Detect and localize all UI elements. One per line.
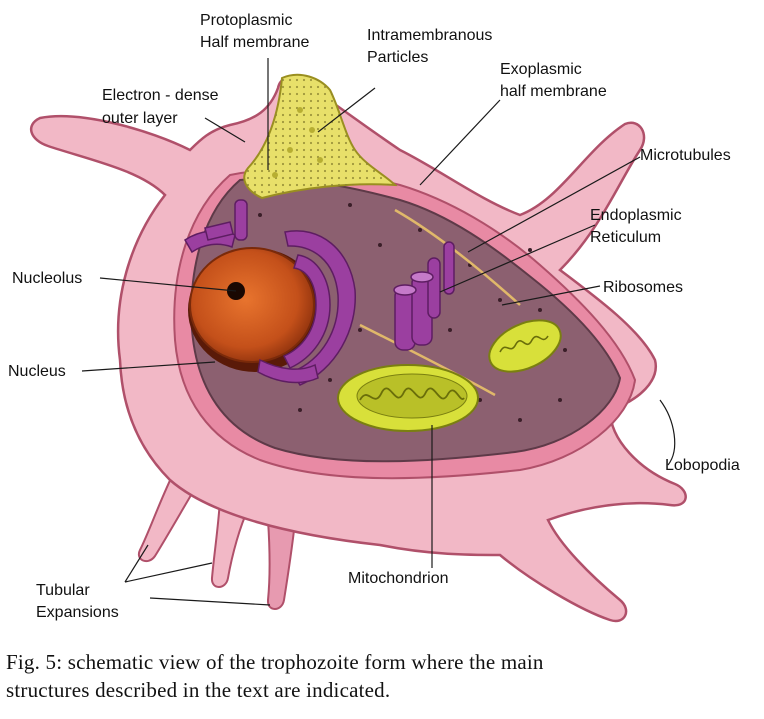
label-mitochondrion: Mitochondrion xyxy=(348,570,449,587)
caption-line1: Fig. 5: schematic view of the trophozoit… xyxy=(6,650,544,674)
intramembranous-particles xyxy=(272,107,323,178)
leader-lines xyxy=(81,58,676,606)
label-electron-line1: Electron - dense xyxy=(102,87,219,104)
label-intramembranous-line2: Particles xyxy=(367,49,428,66)
labels: Protoplasmic Half membrane Intramembrano… xyxy=(8,12,740,621)
endoplasmic-reticulum xyxy=(393,241,455,351)
label-er-line2: Reticulum xyxy=(590,229,661,246)
label-protoplasmic-line1: Protoplasmic xyxy=(200,12,292,29)
label-exoplasmic-line1: Exoplasmic xyxy=(500,61,582,78)
label-intramembranous-line1: Intramembranous xyxy=(367,27,492,44)
caption-line2: structures described in the text are ind… xyxy=(6,678,391,702)
label-lobopodia: Lobopodia xyxy=(665,457,740,474)
label-ribosomes: Ribosomes xyxy=(603,279,683,296)
endoplasmic-reticulum-cisternae xyxy=(183,199,356,386)
label-protoplasmic-line2: Half membrane xyxy=(200,34,309,51)
figure-caption: Fig. 5: schematic view of the trophozoit… xyxy=(6,648,758,704)
label-nucleus: Nucleus xyxy=(8,363,66,380)
label-electron-line2: outer layer xyxy=(102,110,178,127)
label-exoplasmic-line2: half membrane xyxy=(500,83,607,100)
label-tubular-line1: Tubular xyxy=(36,582,90,599)
label-nucleolus: Nucleolus xyxy=(12,270,82,287)
label-er-line1: Endoplasmic xyxy=(590,207,682,224)
label-tubular-line2: Expansions xyxy=(36,604,119,621)
label-microtubules: Microtubules xyxy=(640,147,731,164)
mitochondrion-small xyxy=(488,319,562,373)
mitochondrion-large xyxy=(337,364,479,432)
tubular-expansions xyxy=(137,468,297,610)
